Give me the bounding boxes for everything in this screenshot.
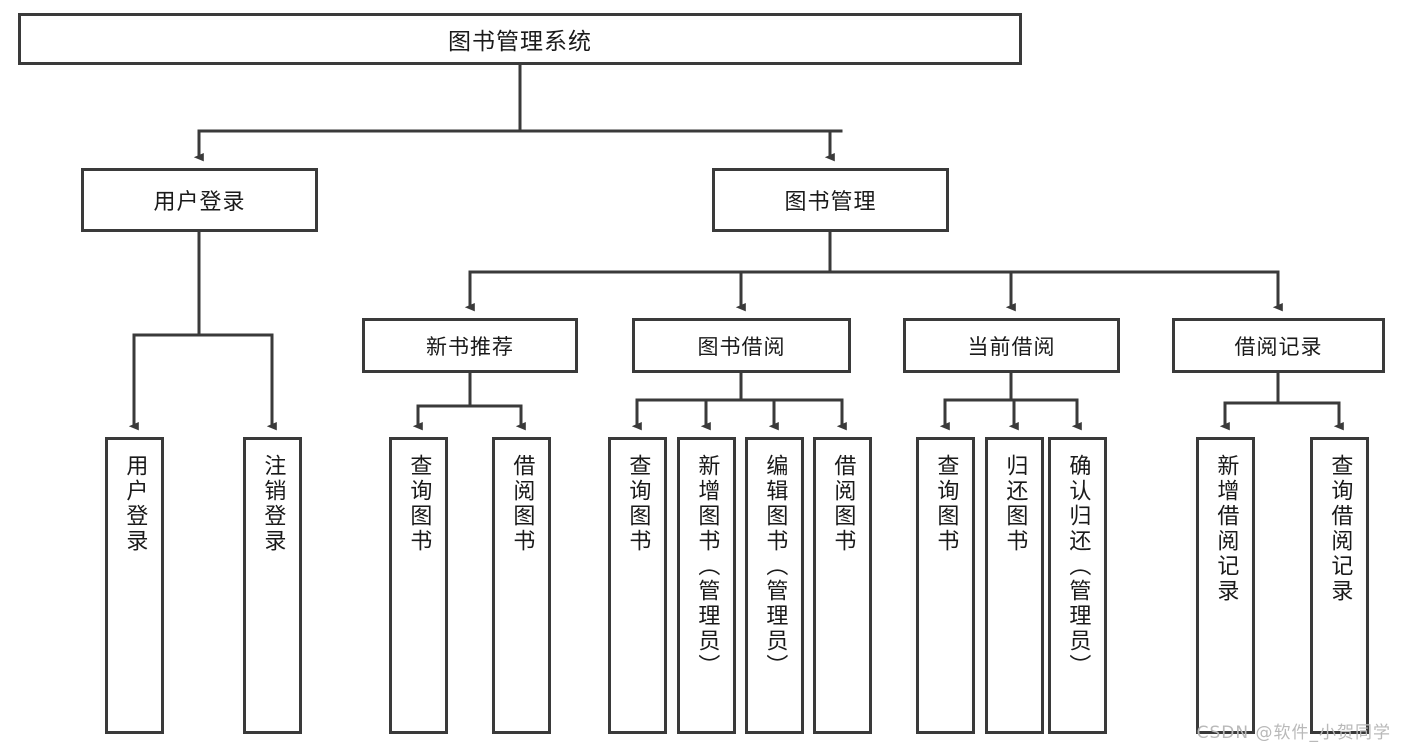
node-new-book-recommend[interactable]: 新书推荐 [362,318,578,373]
leaf-borrow-book-recommend[interactable]: 借阅图书 [492,437,551,734]
node-user-login[interactable]: 用户登录 [81,168,318,232]
leaf-query-borrow-record[interactable]: 查询借阅记录 [1310,437,1369,734]
leaf-label: 用户登录 [122,454,148,554]
node-label: 新书推荐 [426,334,514,359]
leaf-query-book-recommend[interactable]: 查询图书 [389,437,448,734]
leaf-user-login[interactable]: 用户登录 [105,437,164,734]
leaf-label: 归还图书 [1002,454,1028,554]
node-label: 当前借阅 [967,334,1056,359]
leaf-label: 新增图书（管理员） [694,454,720,679]
leaf-label: 借阅图书 [830,454,856,554]
leaf-label: 查询图书 [406,454,432,554]
node-label: 借阅记录 [1234,334,1323,359]
node-current-borrow[interactable]: 当前借阅 [903,318,1120,373]
csdn-watermark: CSDN @软件_小贺同学 [1196,723,1391,743]
leaf-add-book-admin[interactable]: 新增图书（管理员） [677,437,736,734]
leaf-label: 编辑图书（管理员） [762,454,788,679]
leaf-label: 借阅图书 [509,454,535,554]
leaf-edit-book-admin[interactable]: 编辑图书（管理员） [745,437,804,734]
node-root-system[interactable]: 图书管理系统 [18,13,1022,65]
node-book-borrow[interactable]: 图书借阅 [632,318,851,373]
leaf-label: 查询借阅记录 [1327,454,1353,604]
leaf-logout[interactable]: 注销登录 [243,437,302,734]
leaf-confirm-return-admin[interactable]: 确认归还（管理员） [1048,437,1107,734]
node-label: 用户登录 [153,190,246,215]
leaf-return-book[interactable]: 归还图书 [985,437,1044,734]
node-label: 图书管理系统 [448,29,592,55]
leaf-label: 注销登录 [260,454,286,554]
leaf-label: 查询图书 [933,454,959,554]
node-label: 图书借阅 [697,334,786,359]
leaf-label: 确认归还（管理员） [1065,454,1091,679]
node-book-manage[interactable]: 图书管理 [712,168,949,232]
leaf-add-borrow-record[interactable]: 新增借阅记录 [1196,437,1255,734]
leaf-query-book-current[interactable]: 查询图书 [916,437,975,734]
leaf-label: 新增借阅记录 [1213,454,1239,604]
node-label: 图书管理 [784,190,877,215]
leaf-query-book-borrow[interactable]: 查询图书 [608,437,667,734]
leaf-borrow-book[interactable]: 借阅图书 [813,437,872,734]
leaf-label: 查询图书 [625,454,651,554]
node-borrow-record[interactable]: 借阅记录 [1172,318,1385,373]
